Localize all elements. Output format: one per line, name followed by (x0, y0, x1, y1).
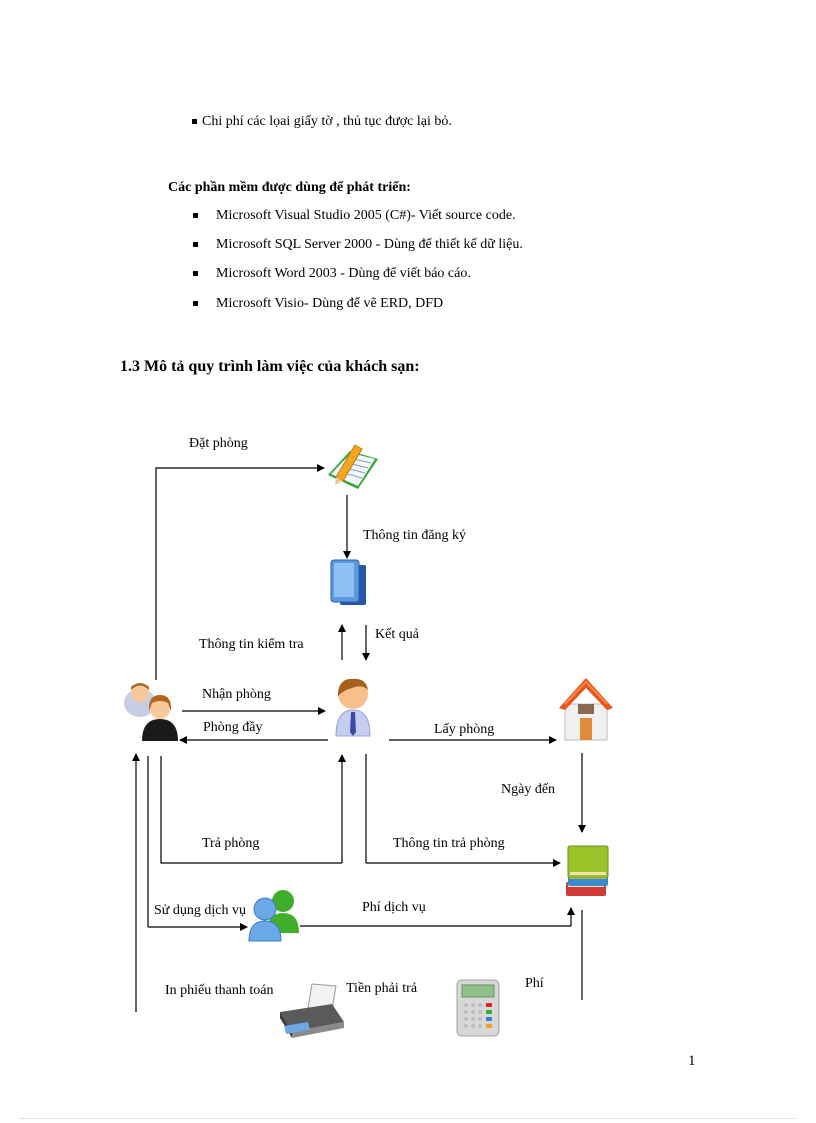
label-tien-phai-tra: Tiền phải trả (346, 981, 418, 996)
software-item: Microsoft SQL Server 2000 - Dùng để thiế… (193, 237, 523, 253)
software-item: Microsoft Visio- Dùng để vẽ ERD, DFD (193, 296, 443, 312)
label-thong-tin-kiem-tra: Thông tin kiểm tra (199, 637, 304, 652)
label-ngay-den: Ngày đến (501, 782, 556, 797)
intro-bullet-text: Chi phí các lọai giấy tờ , thủ tục được … (202, 114, 452, 129)
staff-person-icon (332, 676, 374, 738)
software-item: Microsoft Word 2003 - Dùng để viết báo c… (193, 266, 471, 282)
stacked-books-icon (564, 842, 610, 900)
bullet-icon (193, 271, 198, 277)
label-lay-phong: Lấy phòng (434, 722, 495, 737)
software-item: Microsoft Visual Studio 2005 (C#)- Viết … (193, 208, 516, 224)
label-phi-dich-vu: Phí dịch vụ (362, 900, 426, 915)
register-book-pencil-icon (322, 437, 382, 497)
intro-bullet: Chi phí các lọai giấy tờ , thủ tục được … (192, 114, 452, 130)
printer-icon (274, 982, 346, 1040)
label-su-dung-dich-vu: Sử dụng dịch vụ (154, 903, 246, 918)
page-number: 1 (688, 1053, 696, 1069)
page-separator (20, 1118, 796, 1119)
label-thong-tin-tra-phong: Thông tin trả phòng (393, 836, 505, 851)
label-tra-phong: Trả phòng (202, 836, 260, 851)
label-in-phieu-thanh-toan: In phiếu thanh toán (165, 983, 274, 998)
bullet-icon (192, 119, 197, 125)
label-phi: Phí (525, 976, 544, 991)
bullet-icon (193, 301, 198, 307)
section-heading: 1.3 Mô tả quy trình làm việc của khách s… (120, 358, 420, 375)
label-phong-day: Phòng đầy (203, 720, 263, 735)
hotel-house-icon (557, 674, 615, 744)
bullet-icon (193, 213, 198, 219)
label-thong-tin-dang-ky: Thông tin đăng ký (363, 528, 467, 543)
label-ket-qua: Kết quả (375, 627, 419, 642)
bullet-icon (193, 242, 198, 248)
customers-couple-icon (122, 681, 188, 743)
label-nhan-phong: Nhận phòng (202, 687, 271, 702)
software-section-title: Các phần mềm được dùng để phát triển: (168, 180, 411, 195)
blue-folders-icon (328, 557, 370, 609)
calculator-icon (456, 979, 500, 1037)
label-dat-phong: Đặt phòng (189, 436, 248, 451)
service-users-icon (247, 887, 299, 943)
